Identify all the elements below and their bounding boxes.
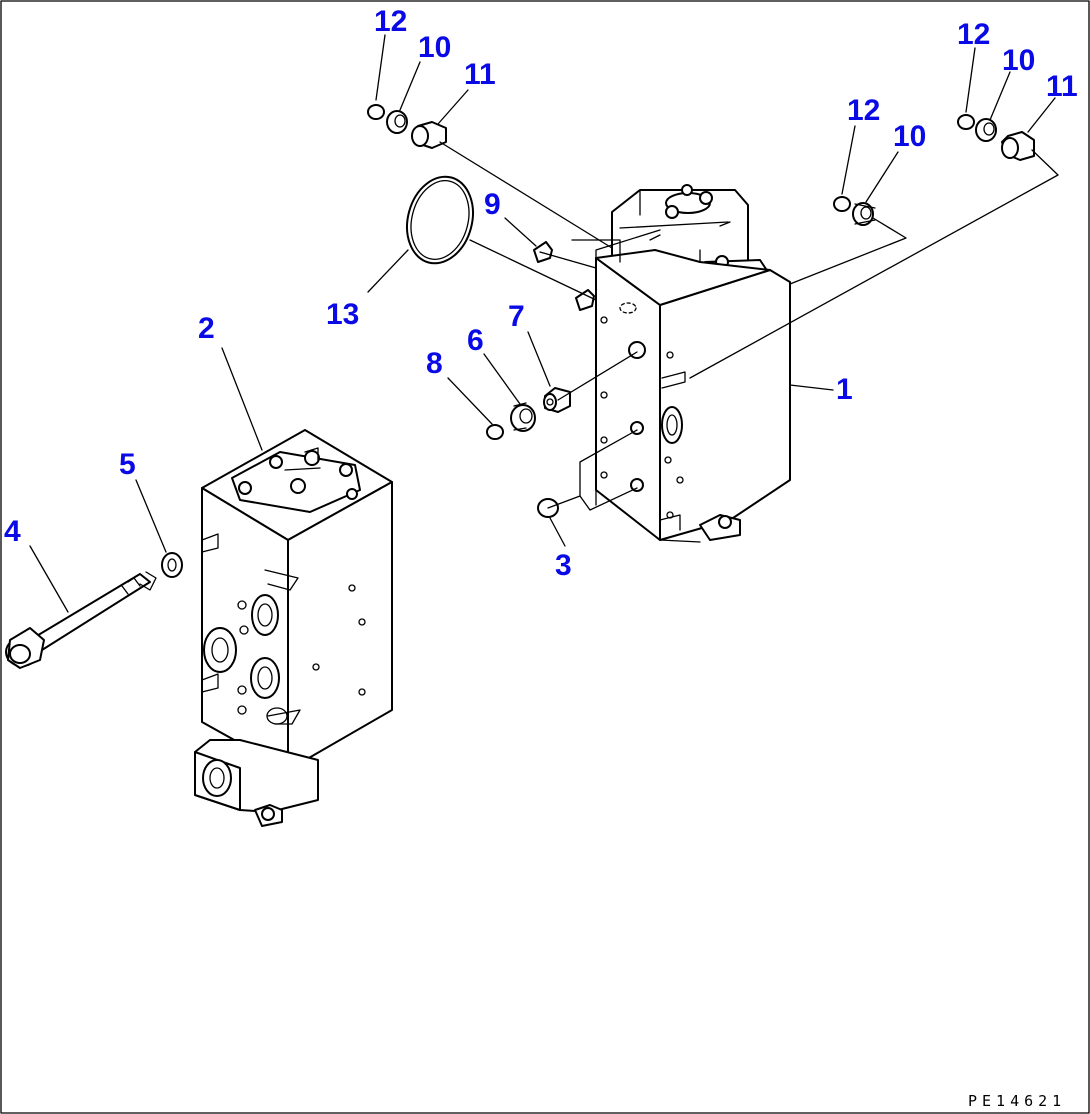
callout-2: 2 bbox=[198, 312, 215, 345]
washer-part-5 bbox=[161, 552, 183, 578]
callout-10-top-left: 10 bbox=[418, 31, 451, 64]
callout-labels: 12 10 11 12 10 11 12 10 9 13 7 6 8 1 2 5… bbox=[4, 5, 1078, 582]
callout-12-top-left: 12 bbox=[374, 5, 407, 38]
plug-part-7 bbox=[543, 387, 571, 413]
callout-12-top-right: 12 bbox=[957, 18, 990, 51]
callout-10-top-right: 10 bbox=[1002, 44, 1035, 77]
seal-group-top-right bbox=[957, 114, 1035, 161]
valve-body-part-1 bbox=[571, 184, 791, 543]
drawing-code: PE14621 bbox=[968, 1092, 1066, 1110]
callout-11-top-right: 11 bbox=[1046, 70, 1078, 103]
callout-1: 1 bbox=[836, 373, 853, 406]
assembly-lines bbox=[439, 141, 1059, 511]
leader-lines bbox=[29, 34, 1056, 613]
callout-13: 13 bbox=[326, 298, 359, 331]
callout-12-middle-right: 12 bbox=[847, 94, 880, 127]
callout-9: 9 bbox=[484, 188, 501, 221]
callout-11-top-left: 11 bbox=[464, 58, 496, 91]
oring-part-13 bbox=[406, 175, 474, 265]
bolt-part-4 bbox=[5, 571, 157, 669]
callout-4: 4 bbox=[4, 515, 21, 548]
oring-part-8 bbox=[486, 424, 504, 440]
seal-group-top-left bbox=[367, 104, 447, 149]
callout-8: 8 bbox=[426, 347, 443, 380]
seal-group-middle-right bbox=[833, 196, 876, 226]
valve-body-part-2 bbox=[194, 429, 393, 827]
callout-7: 7 bbox=[508, 300, 525, 333]
callout-6: 6 bbox=[467, 324, 484, 357]
plate-part-9 bbox=[533, 241, 595, 311]
plug-part-6 bbox=[510, 402, 536, 432]
callout-3: 3 bbox=[555, 549, 572, 582]
callout-5: 5 bbox=[119, 448, 136, 481]
callout-10-middle-right: 10 bbox=[893, 120, 926, 153]
